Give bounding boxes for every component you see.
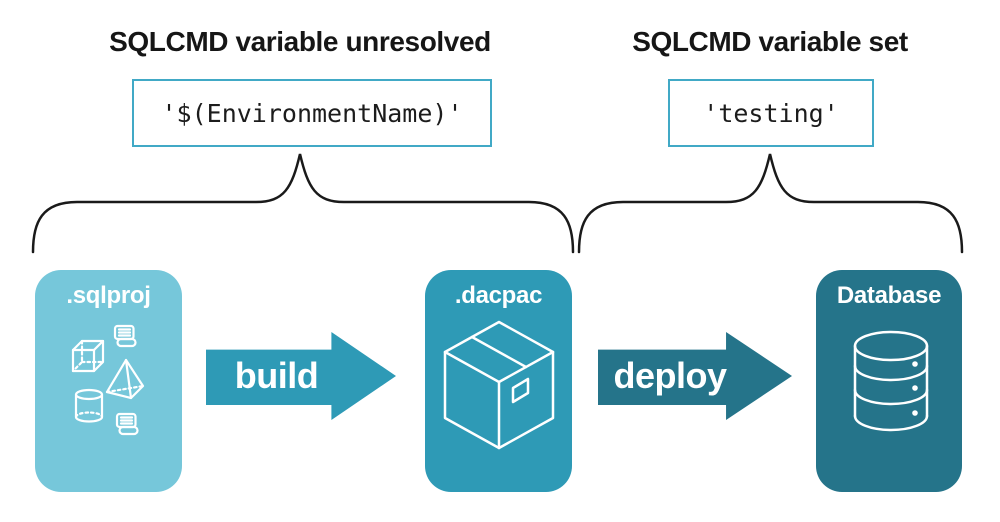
package-icon [425,312,572,462]
node-sqlproj-label: .sqlproj [66,282,151,309]
scroll-icon [115,412,139,436]
code-value-set: 'testing' [703,98,839,128]
right-brace [577,153,964,254]
deploy-arrow-label: deploy [613,355,727,396]
code-box-unresolved: '$(EnvironmentName)' [132,79,492,147]
node-dacpac-label: .dacpac [454,282,543,309]
sql-objects-icon [35,324,182,436]
cylinder-icon [76,390,102,422]
node-dacpac: .dacpac [425,270,572,492]
node-sqlproj: .sqlproj [35,270,182,492]
pyramid-icon [107,360,143,398]
scroll-icon [113,324,137,348]
node-database-label: Database [836,282,942,309]
code-box-set: 'testing' [668,79,874,147]
heading-set: SQLCMD variable set [632,26,908,57]
left-brace [31,153,575,254]
code-value-unresolved: '$(EnvironmentName)' [161,98,463,128]
brace-group [31,153,964,254]
node-database: Database [816,270,962,492]
database-icon [816,312,962,462]
cube-icon [73,341,103,371]
heading-unresolved: SQLCMD variable unresolved [109,26,491,57]
build-arrow-label: build [234,355,319,396]
